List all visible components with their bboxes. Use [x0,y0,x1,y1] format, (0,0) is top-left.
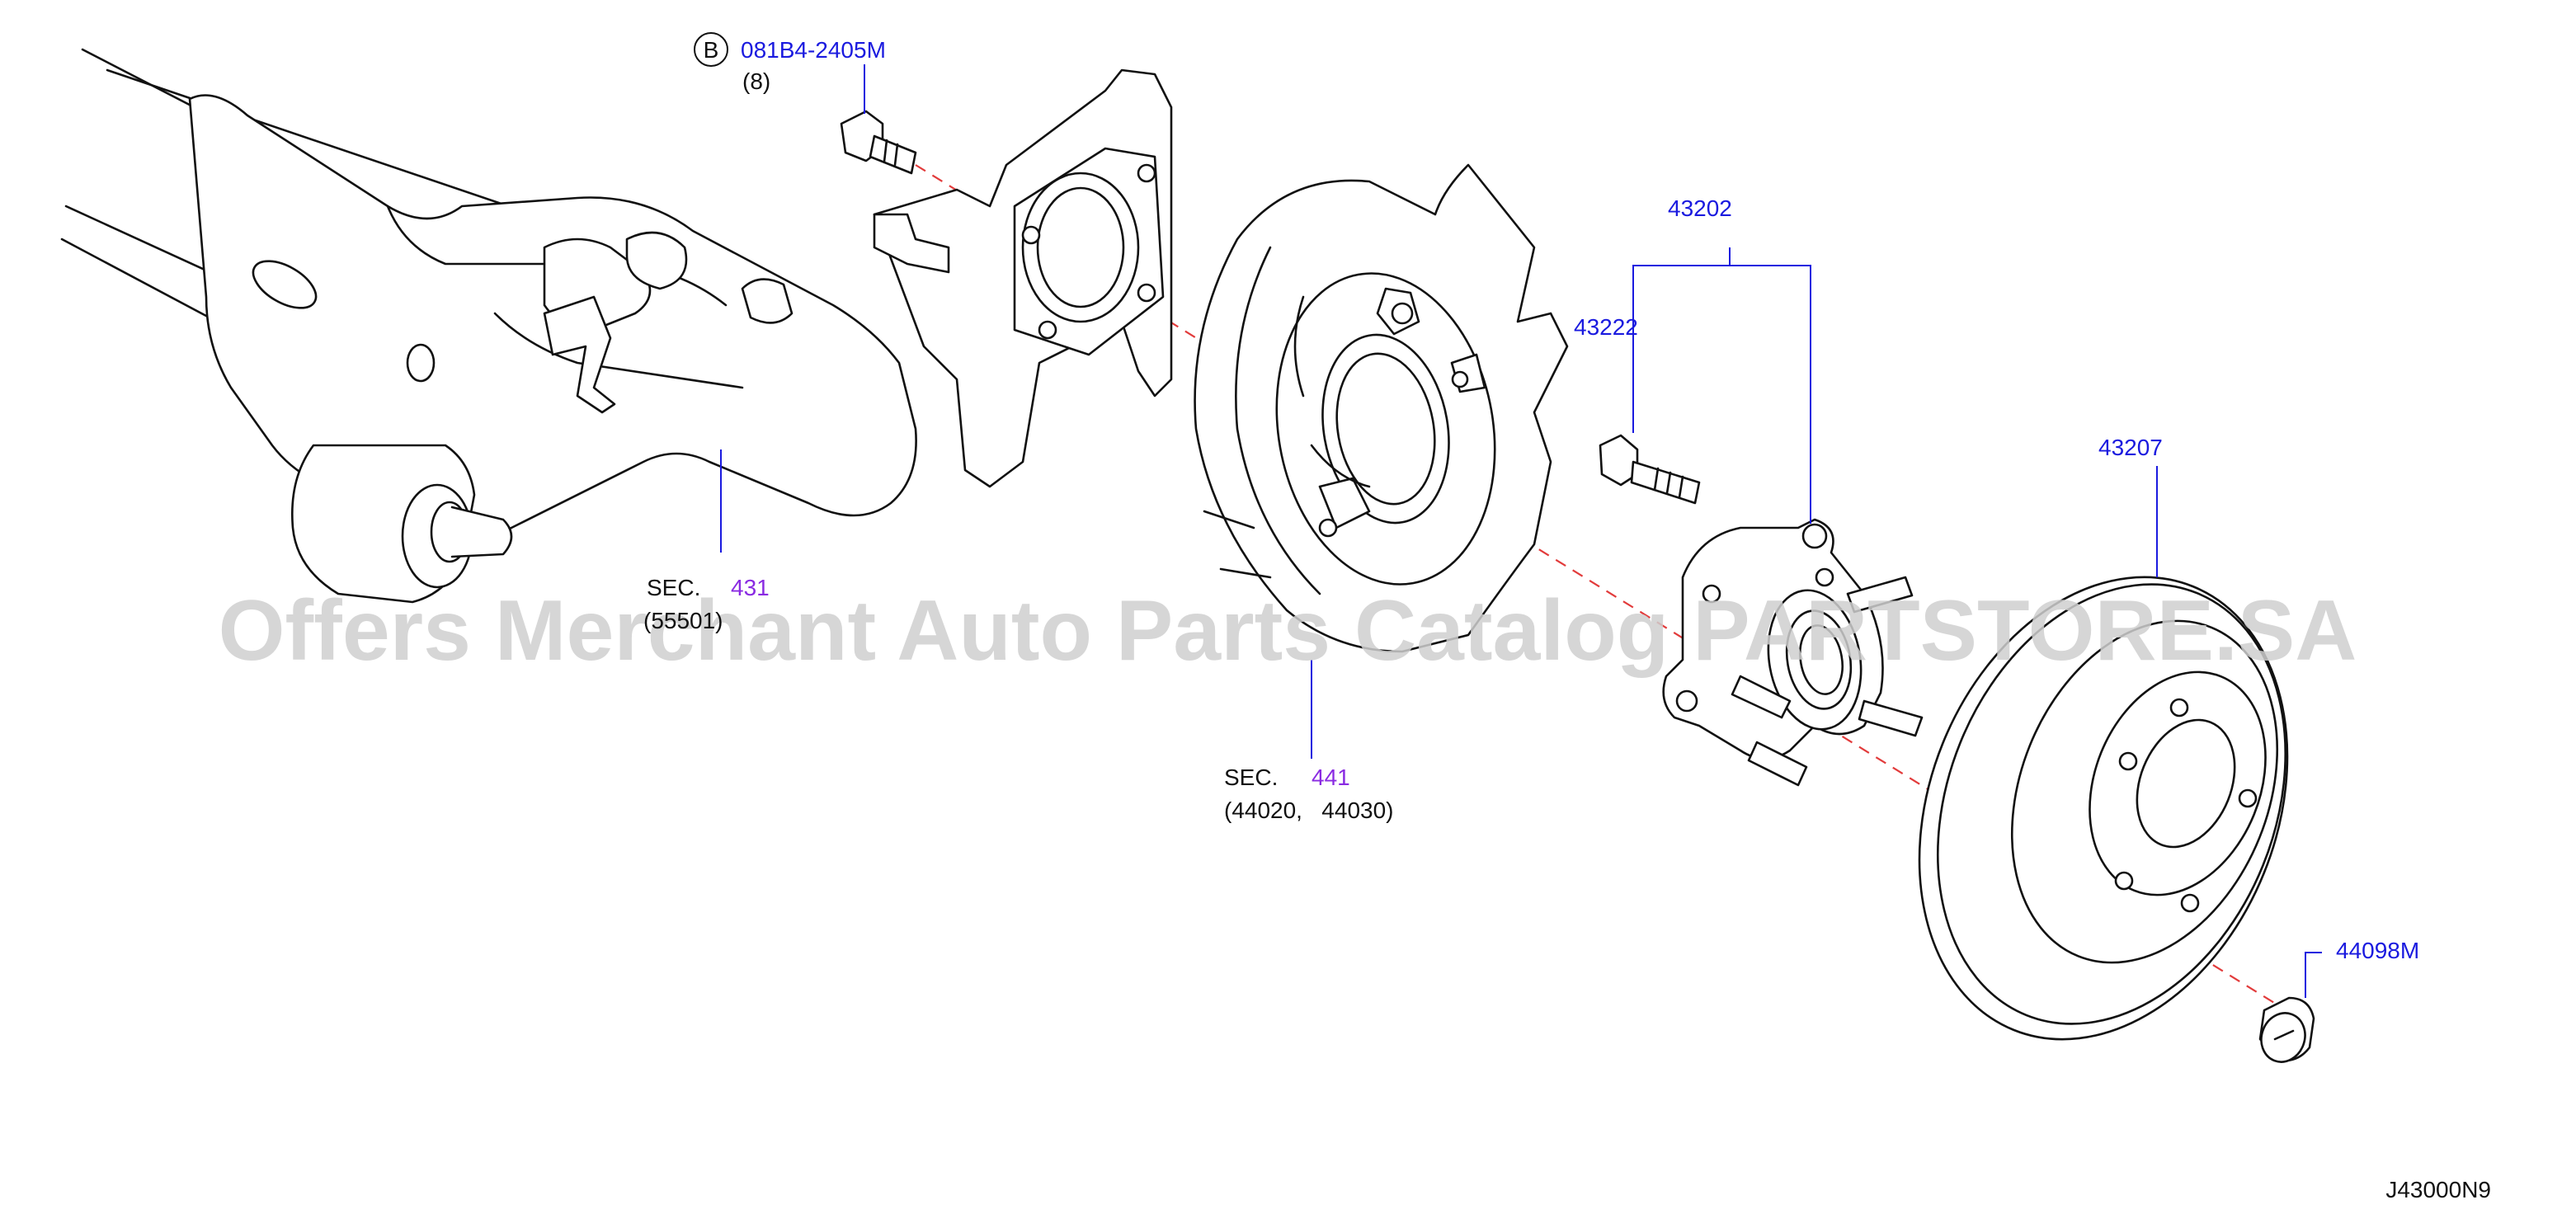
suspension-section-sub: (55501) [643,608,723,633]
watermark-text: Offers Merchant Auto Parts Catalog PARTS… [219,583,2357,679]
hub-bolt[interactable] [1599,434,1701,505]
suspension-section-label: SEC. [647,575,700,600]
hub-assembly[interactable] [1662,518,1924,787]
bolt-badge-letter: B [704,37,719,63]
leader-lines [720,64,2322,998]
brake-section-number[interactable]: 441 [1312,765,1350,790]
brake-section-label: SEC. [1224,765,1278,790]
hub-assembly-part-number[interactable]: 43202 [1668,195,1732,221]
suspension-section-number[interactable]: 431 [731,575,770,600]
brake-section-sub: (44020, 44030) [1224,797,1394,823]
hub-bolt-part-number[interactable]: 43222 [1574,314,1638,340]
bolt-badge-circle [694,32,728,67]
bolt-quantity: (8) [742,68,770,94]
rear-suspension-beam[interactable] [60,48,1173,604]
bolt-part-number[interactable]: 081B4-2405M [741,37,886,63]
brake-rotor[interactable] [1853,521,2354,1094]
rotor-part-number[interactable]: 43207 [2098,435,2163,460]
cap-part-number[interactable]: 44098M [2336,938,2419,963]
hub-cap[interactable] [2254,996,2315,1068]
brake-backing-plate[interactable] [1194,163,1569,653]
flange-bolt[interactable] [840,110,917,175]
diagram-code: J43000N9 [2385,1177,2491,1202]
